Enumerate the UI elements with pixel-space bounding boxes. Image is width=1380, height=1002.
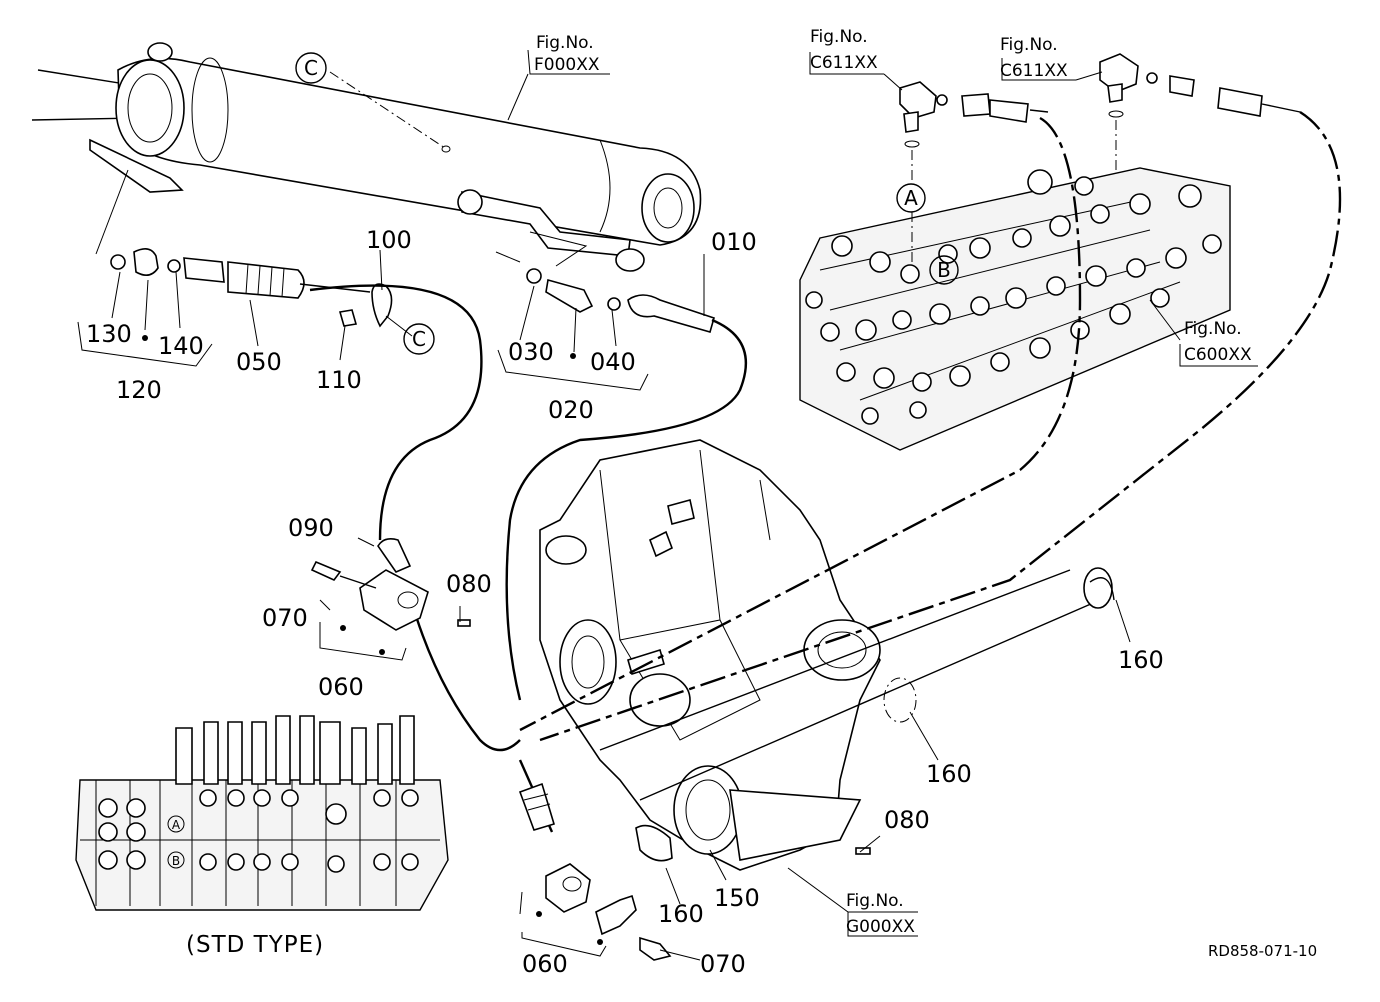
callout-010: 010 — [711, 228, 757, 256]
marker-a-std-label: A — [172, 818, 181, 832]
fig-number: G000XX — [846, 917, 915, 937]
fig-ref-f000: Fig.No. F000XX — [534, 33, 600, 75]
callout-160-middle: 160 — [926, 760, 972, 788]
leader-lines — [77, 49, 1258, 961]
cylinder-fittings — [110, 231, 715, 333]
callout-080-lower: 080 — [884, 806, 930, 834]
boom-cylinder — [31, 42, 702, 272]
arm-tube — [599, 567, 1115, 801]
fig-ref-c600: Fig.No. C600XX — [1184, 319, 1252, 365]
callout-140: 140 — [158, 332, 204, 360]
marker-b-valve: B — [929, 255, 959, 285]
part-callouts: 010 020 030 040 050 060 060 070 070 080 … — [86, 226, 1164, 978]
fig-label: Fig.No. — [1184, 319, 1242, 339]
fig-label: Fig.No. — [810, 27, 868, 47]
callout-050: 050 — [236, 348, 282, 376]
std-valve-ports — [98, 789, 419, 873]
clamp-lower — [518, 782, 871, 961]
fig-ref-c611-left: Fig.No. C611XX — [810, 27, 878, 73]
callout-160-lower: 160 — [658, 900, 704, 928]
marker-b-label: B — [937, 258, 951, 282]
valve-ports — [805, 169, 1222, 425]
valve-fittings — [899, 53, 1301, 264]
marker-c-upper: C — [295, 52, 327, 84]
marker-b-std: B — [167, 851, 185, 869]
std-type-valve — [75, 715, 449, 911]
fig-number: C611XX — [810, 53, 878, 73]
callout-060-upper: 060 — [318, 673, 364, 701]
marker-c-lower: C — [403, 323, 435, 355]
std-type-caption: (STD TYPE) — [186, 932, 324, 958]
marker-c-label: C — [412, 327, 426, 351]
callout-040: 040 — [590, 348, 636, 376]
clamp-upper — [310, 538, 471, 631]
fig-ref-g000: Fig.No. G000XX — [846, 891, 915, 937]
fig-label: Fig.No. — [1000, 35, 1058, 55]
drawing-code: RD858-071-10 — [1208, 942, 1317, 960]
fig-label: Fig.No. — [536, 33, 594, 53]
bullet-dots — [142, 335, 603, 945]
callout-160-right: 160 — [1118, 646, 1164, 674]
callout-150: 150 — [714, 884, 760, 912]
fig-ref-c611-right: Fig.No. C611XX — [1000, 35, 1068, 81]
marker-a-label: A — [904, 186, 918, 210]
fig-label: Fig.No. — [846, 891, 904, 911]
callout-100: 100 — [366, 226, 412, 254]
callout-120: 120 — [116, 376, 162, 404]
callout-020: 020 — [548, 396, 594, 424]
callout-110: 110 — [316, 366, 362, 394]
marker-a-std: A — [167, 815, 185, 833]
callout-130: 130 — [86, 320, 132, 348]
callout-090: 090 — [288, 514, 334, 542]
control-valve — [799, 167, 1231, 451]
boom-bracket — [539, 439, 881, 871]
fig-number: F000XX — [534, 55, 600, 75]
callout-030: 030 — [508, 338, 554, 366]
fig-number: C611XX — [1000, 61, 1068, 81]
marker-a-valve: A — [896, 183, 926, 213]
callout-070-lower: 070 — [700, 950, 746, 978]
callout-080-upper: 080 — [446, 570, 492, 598]
marker-b-std-label: B — [172, 854, 180, 868]
callout-070-upper: 070 — [262, 604, 308, 632]
marker-c-label: C — [304, 56, 318, 80]
callout-060-lower: 060 — [522, 950, 568, 978]
fig-number: C600XX — [1184, 345, 1252, 365]
